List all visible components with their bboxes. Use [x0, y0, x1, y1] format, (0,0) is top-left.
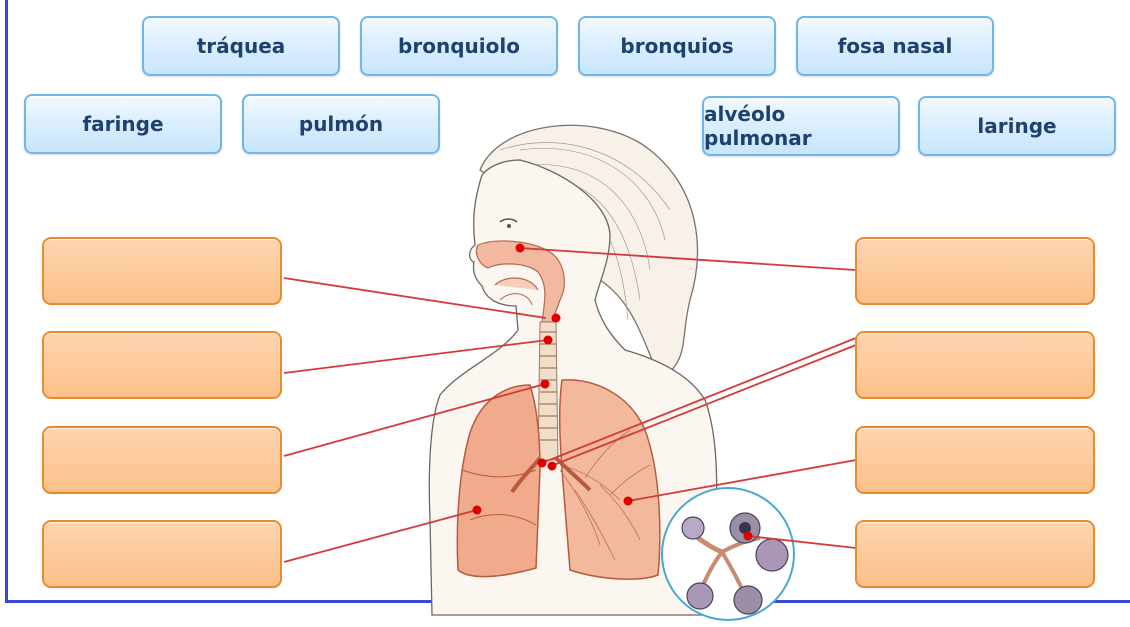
drop-zone-left-3[interactable]	[42, 426, 282, 494]
drop-zone-right-2[interactable]	[855, 331, 1095, 399]
alveoli-inset	[662, 488, 794, 620]
drop-zone-right-4[interactable]	[855, 520, 1095, 588]
drop-zone-left-4[interactable]	[42, 520, 282, 588]
drop-zone-left-1[interactable]	[42, 237, 282, 305]
drop-zone-right-3[interactable]	[855, 426, 1095, 494]
drop-zone-right-1[interactable]	[855, 237, 1095, 305]
drop-zone-left-2[interactable]	[42, 331, 282, 399]
